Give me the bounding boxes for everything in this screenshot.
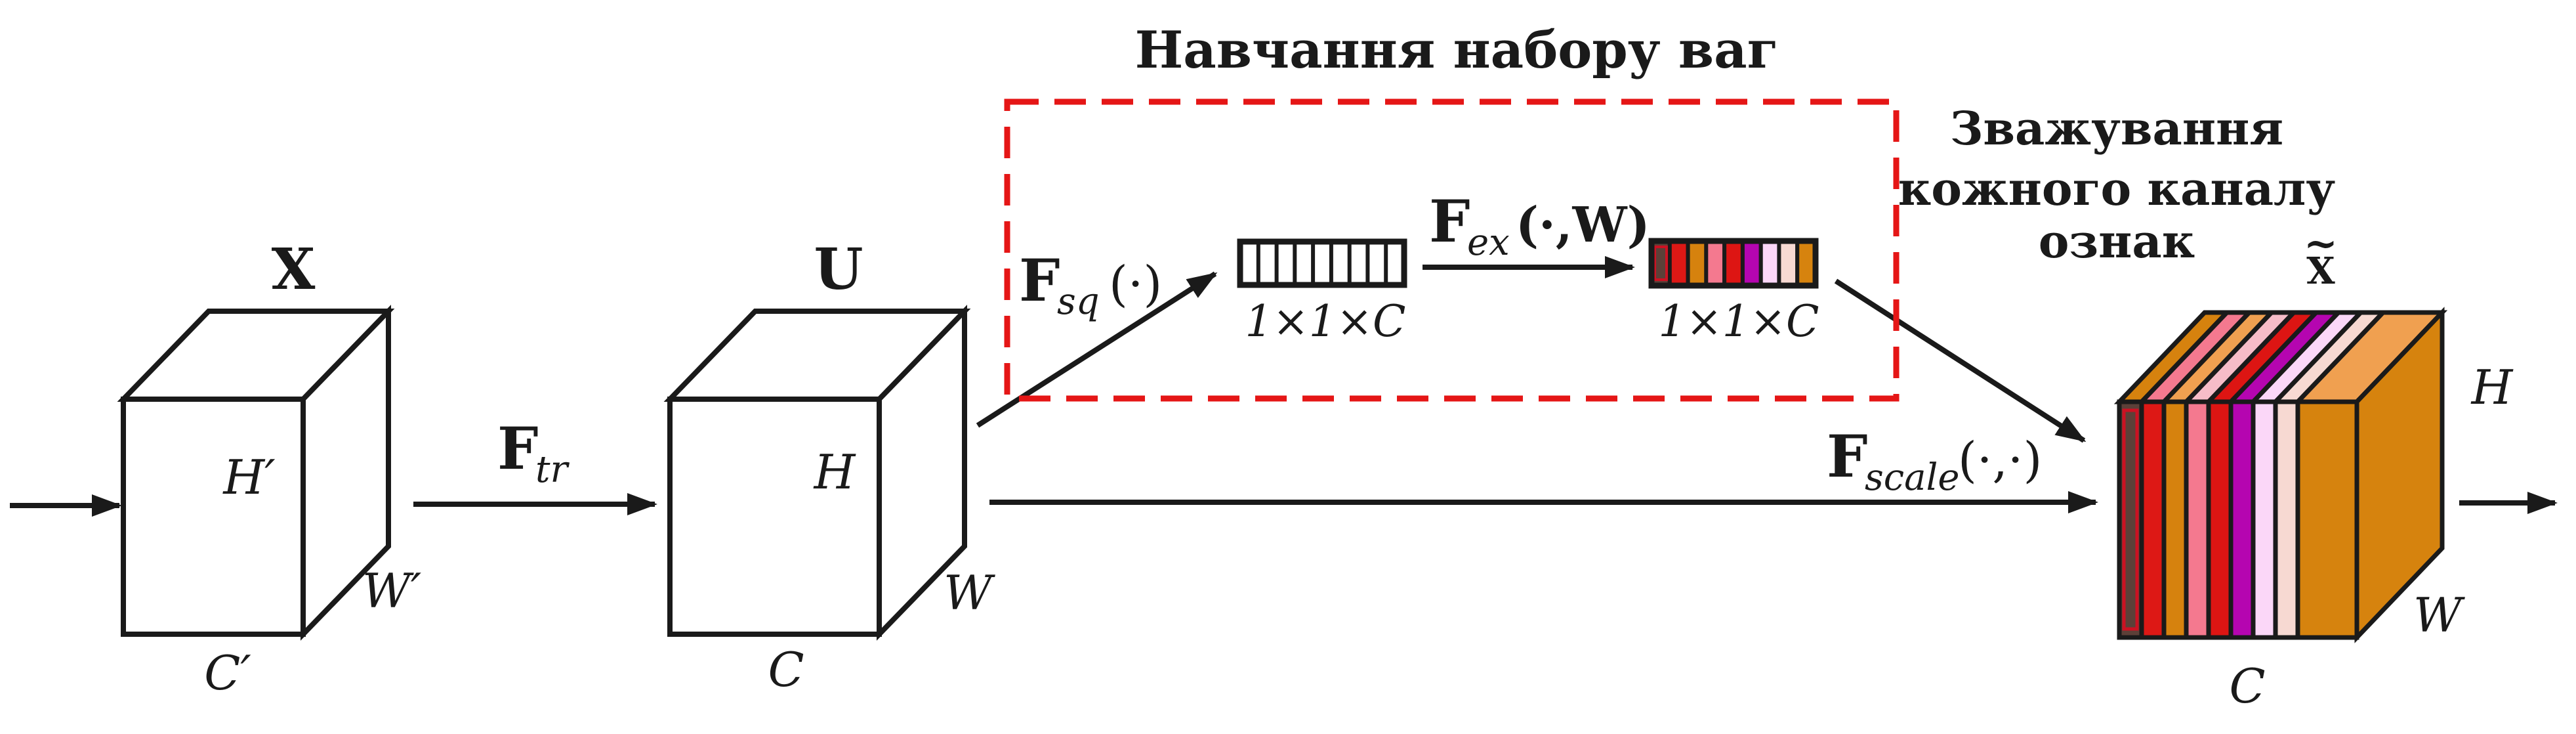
weight-cell-inner-frame (1653, 246, 1668, 281)
weights-learning-dashed-box (1004, 98, 1900, 402)
op-f: F (1827, 422, 1867, 490)
op-label-excitation: F ex (·,W) (1429, 187, 1650, 264)
squeeze-vector (1237, 238, 1407, 288)
channel-weighting-line3: ознак (2039, 214, 2195, 269)
channel-weighting-annotation: Зважування кожного каналу ознак (1898, 101, 2336, 269)
excitation-vector-dims: 1×1×C (1658, 296, 1819, 347)
cube-front-slice-inner-frame (2122, 408, 2139, 631)
weight-cell (1722, 239, 1745, 288)
weights-to-cube-arrow (1834, 278, 2087, 443)
output-channels-label: C (2229, 658, 2265, 714)
input-tensor-label: X (272, 236, 316, 303)
input-height-label: H′ (222, 450, 275, 505)
features-tensor-label: U (814, 236, 863, 303)
cube-front-slice (2184, 399, 2211, 640)
cube-front-slice (2206, 399, 2233, 640)
cube-front-slice (2228, 399, 2256, 640)
excitation-vector-outline (1648, 238, 1819, 289)
output-height-label: H (2470, 360, 2514, 415)
channel-weighting-line1: Зважування (1950, 101, 2283, 156)
squeeze-vector-outline (1237, 238, 1407, 288)
features-channels-label: C (768, 642, 804, 697)
flow-arrows (10, 256, 2558, 517)
output-tensor-tilde: ~ (2304, 219, 2338, 267)
channel-weighting-line2: кожного каналу (1898, 162, 2336, 216)
features-width-label: W (944, 565, 995, 620)
op-f: F (1429, 187, 1470, 255)
op-label-transform: F tr (497, 414, 570, 491)
op-args: (·,W) (1516, 197, 1650, 253)
weights-learning-title: Навчання набору ваг (1135, 20, 1779, 80)
op-subscript: ex (1467, 221, 1510, 264)
op-subscript: sq (1057, 280, 1100, 323)
excitation-weights-vector (1648, 238, 1819, 289)
cube-front-slice (2251, 399, 2278, 640)
cube-front-slice (2273, 399, 2300, 640)
input-width-label: W′ (362, 563, 421, 618)
features-height-label: H (813, 444, 856, 500)
op-label-scale: F scale (·,·) (1827, 422, 2042, 499)
output-tensor-name: X (2306, 249, 2335, 293)
weight-cell (1686, 239, 1709, 288)
op-label-squeeze: F sq (·) (1019, 246, 1162, 323)
cube-front-slice (2161, 399, 2189, 640)
op-f: F (1019, 246, 1060, 314)
op-subscript: tr (535, 448, 570, 491)
weight-cell (1758, 239, 1781, 288)
features-tensor-cube (663, 305, 971, 641)
op-args: (·) (1109, 256, 1162, 313)
output-width-label: W (2413, 588, 2465, 643)
cube-front-face (121, 397, 306, 637)
squeeze-arrow (976, 271, 1218, 428)
weight-cell (1740, 239, 1763, 288)
output-tensor-cube (2113, 307, 2448, 643)
squeeze-vector-dims: 1×1×C (1245, 296, 1405, 347)
input-tensor-cube (117, 305, 395, 641)
weight-cell (1704, 239, 1727, 288)
op-f: F (497, 414, 538, 483)
output-tensor-label: ~ X (2304, 219, 2338, 293)
op-args: (·,·) (1958, 432, 2042, 488)
weight-cell (1777, 239, 1800, 288)
cube-front-face (667, 397, 882, 637)
cube-front-slice (2295, 399, 2359, 640)
input-channels-label: C′ (204, 645, 251, 701)
cube-front-slice (2139, 399, 2167, 640)
op-subscript: scale (1865, 456, 1960, 499)
weight-cell (1667, 239, 1690, 288)
